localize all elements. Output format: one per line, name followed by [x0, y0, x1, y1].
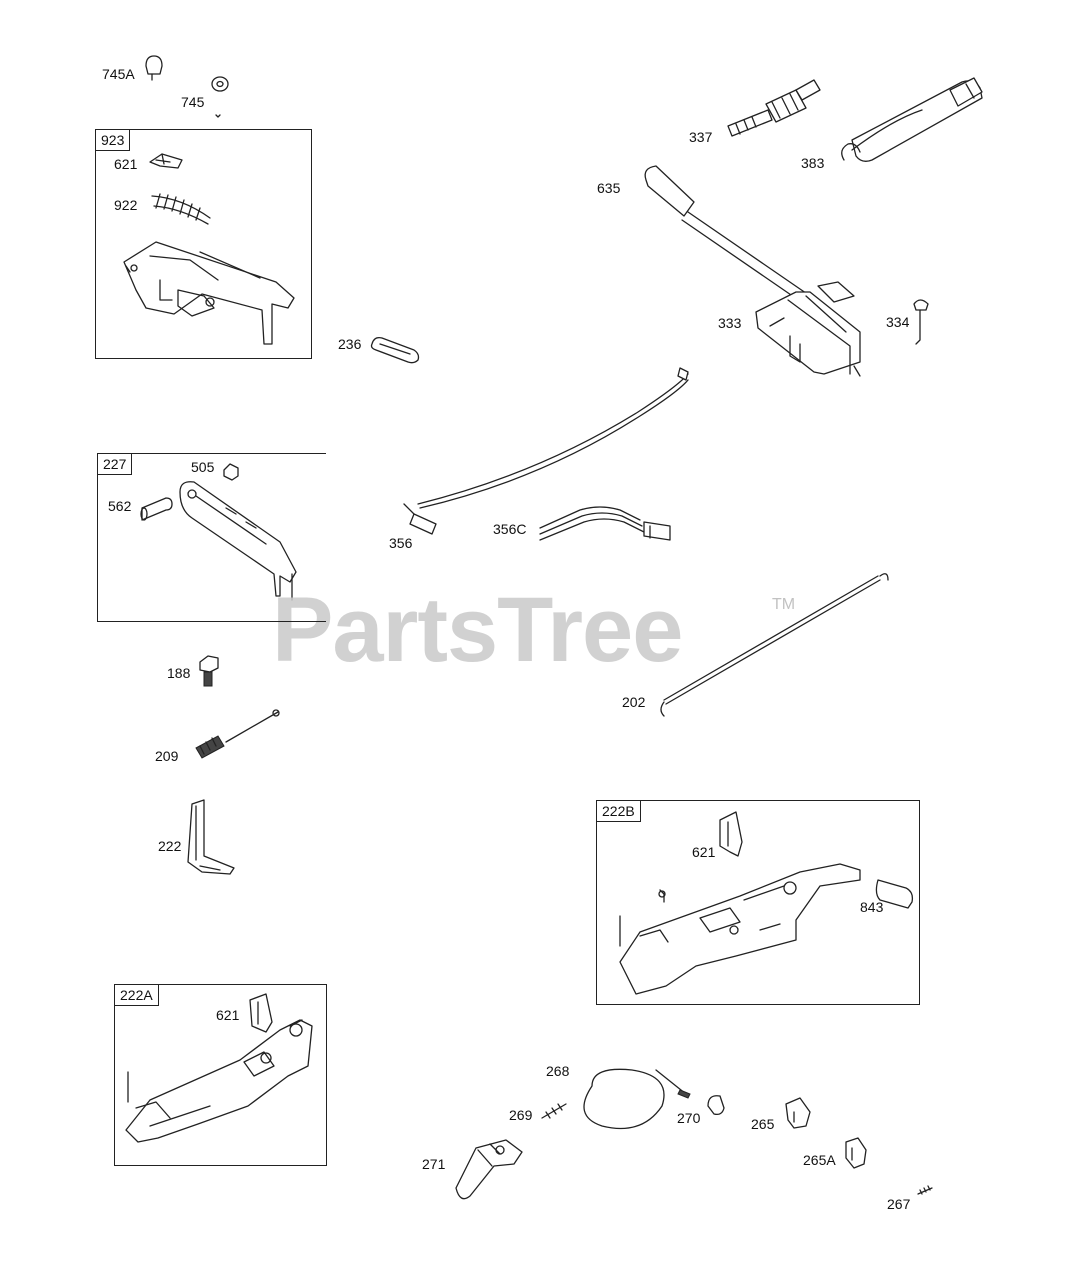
callout-267[interactable]: 267 — [887, 1196, 911, 1212]
part-635-ignition-lead[interactable] — [644, 165, 817, 309]
callout-337[interactable]: 337 — [689, 129, 713, 145]
part-333-armature[interactable] — [755, 281, 861, 377]
callout-505[interactable]: 505 — [191, 459, 215, 475]
box-923: 923 — [95, 129, 312, 359]
part-334-screw[interactable] — [913, 299, 929, 345]
part-621-clip-a[interactable] — [149, 153, 183, 169]
part-267-screw[interactable] — [917, 1185, 933, 1195]
callout-383[interactable]: 383 — [801, 155, 825, 171]
part-202-rod[interactable] — [660, 573, 889, 717]
part-337-spark-plug[interactable] — [727, 79, 821, 137]
part-265a-clamp[interactable] — [845, 1137, 867, 1169]
part-356-wire[interactable] — [403, 367, 689, 535]
part-268-cable[interactable] — [583, 1068, 691, 1130]
part-271-control-lever[interactable] — [455, 1139, 523, 1200]
part-383-spark-boot[interactable] — [841, 77, 983, 162]
callout-265a[interactable]: 265A — [803, 1152, 836, 1168]
part-621-clip-b[interactable] — [719, 811, 743, 857]
part-222b-throttle-bracket[interactable] — [619, 863, 861, 995]
callout-635[interactable]: 635 — [597, 180, 621, 196]
callout-269[interactable]: 269 — [509, 1107, 533, 1123]
box-227-tag[interactable]: 227 — [98, 454, 133, 475]
box-222a: 222A — [114, 984, 327, 1166]
part-745a-cap[interactable] — [145, 55, 163, 81]
callout-271[interactable]: 271 — [422, 1156, 446, 1172]
callout-621-a[interactable]: 621 — [114, 156, 138, 172]
part-621-clip-c[interactable] — [249, 993, 273, 1033]
callout-270[interactable]: 270 — [677, 1110, 701, 1126]
box-923-tag[interactable]: 923 — [96, 130, 131, 151]
callout-236[interactable]: 236 — [338, 336, 362, 352]
part-356c-harness[interactable] — [539, 506, 671, 541]
watermark: PartsTree — [272, 579, 683, 681]
callout-202[interactable]: 202 — [622, 694, 646, 710]
part-843-pad[interactable] — [875, 879, 914, 909]
part-270-clip[interactable] — [707, 1095, 725, 1116]
part-227-lever[interactable] — [179, 481, 297, 601]
callout-745a[interactable]: 745A — [102, 66, 135, 82]
box-222b: 222B — [596, 800, 920, 1005]
box-222b-tag[interactable]: 222B — [597, 801, 641, 822]
callout-843[interactable]: 843 — [860, 899, 884, 915]
part-222a-throttle-bracket[interactable] — [125, 1019, 313, 1143]
part-745-grommet[interactable] — [211, 76, 229, 118]
callout-356c[interactable]: 356C — [493, 521, 527, 537]
callout-621-b[interactable]: 621 — [692, 844, 716, 860]
callout-562[interactable]: 562 — [108, 498, 132, 514]
callout-621-c[interactable]: 621 — [216, 1007, 240, 1023]
part-269-fitting[interactable] — [541, 1103, 567, 1119]
callout-209[interactable]: 209 — [155, 748, 179, 764]
part-922-spring[interactable] — [151, 193, 211, 225]
part-265-clamp[interactable] — [785, 1097, 811, 1129]
callout-333[interactable]: 333 — [718, 315, 742, 331]
part-236-link[interactable] — [370, 336, 420, 364]
callout-222[interactable]: 222 — [158, 838, 182, 854]
callout-265[interactable]: 265 — [751, 1116, 775, 1132]
part-923-governor-bracket[interactable] — [123, 241, 295, 345]
box-227: 227 — [97, 453, 326, 622]
callout-334[interactable]: 334 — [886, 314, 910, 330]
part-188-bolt[interactable] — [199, 655, 219, 687]
part-505-nut[interactable] — [223, 463, 239, 481]
callout-188[interactable]: 188 — [167, 665, 191, 681]
callout-268[interactable]: 268 — [546, 1063, 570, 1079]
callout-922[interactable]: 922 — [114, 197, 138, 213]
part-222-bracket[interactable] — [187, 799, 235, 875]
callout-356[interactable]: 356 — [389, 535, 413, 551]
box-222a-tag[interactable]: 222A — [115, 985, 159, 1006]
part-209-spring[interactable] — [195, 709, 280, 759]
part-562-pin[interactable] — [140, 497, 173, 521]
callout-745[interactable]: 745 — [181, 94, 205, 110]
watermark-trademark: TM — [772, 596, 796, 613]
